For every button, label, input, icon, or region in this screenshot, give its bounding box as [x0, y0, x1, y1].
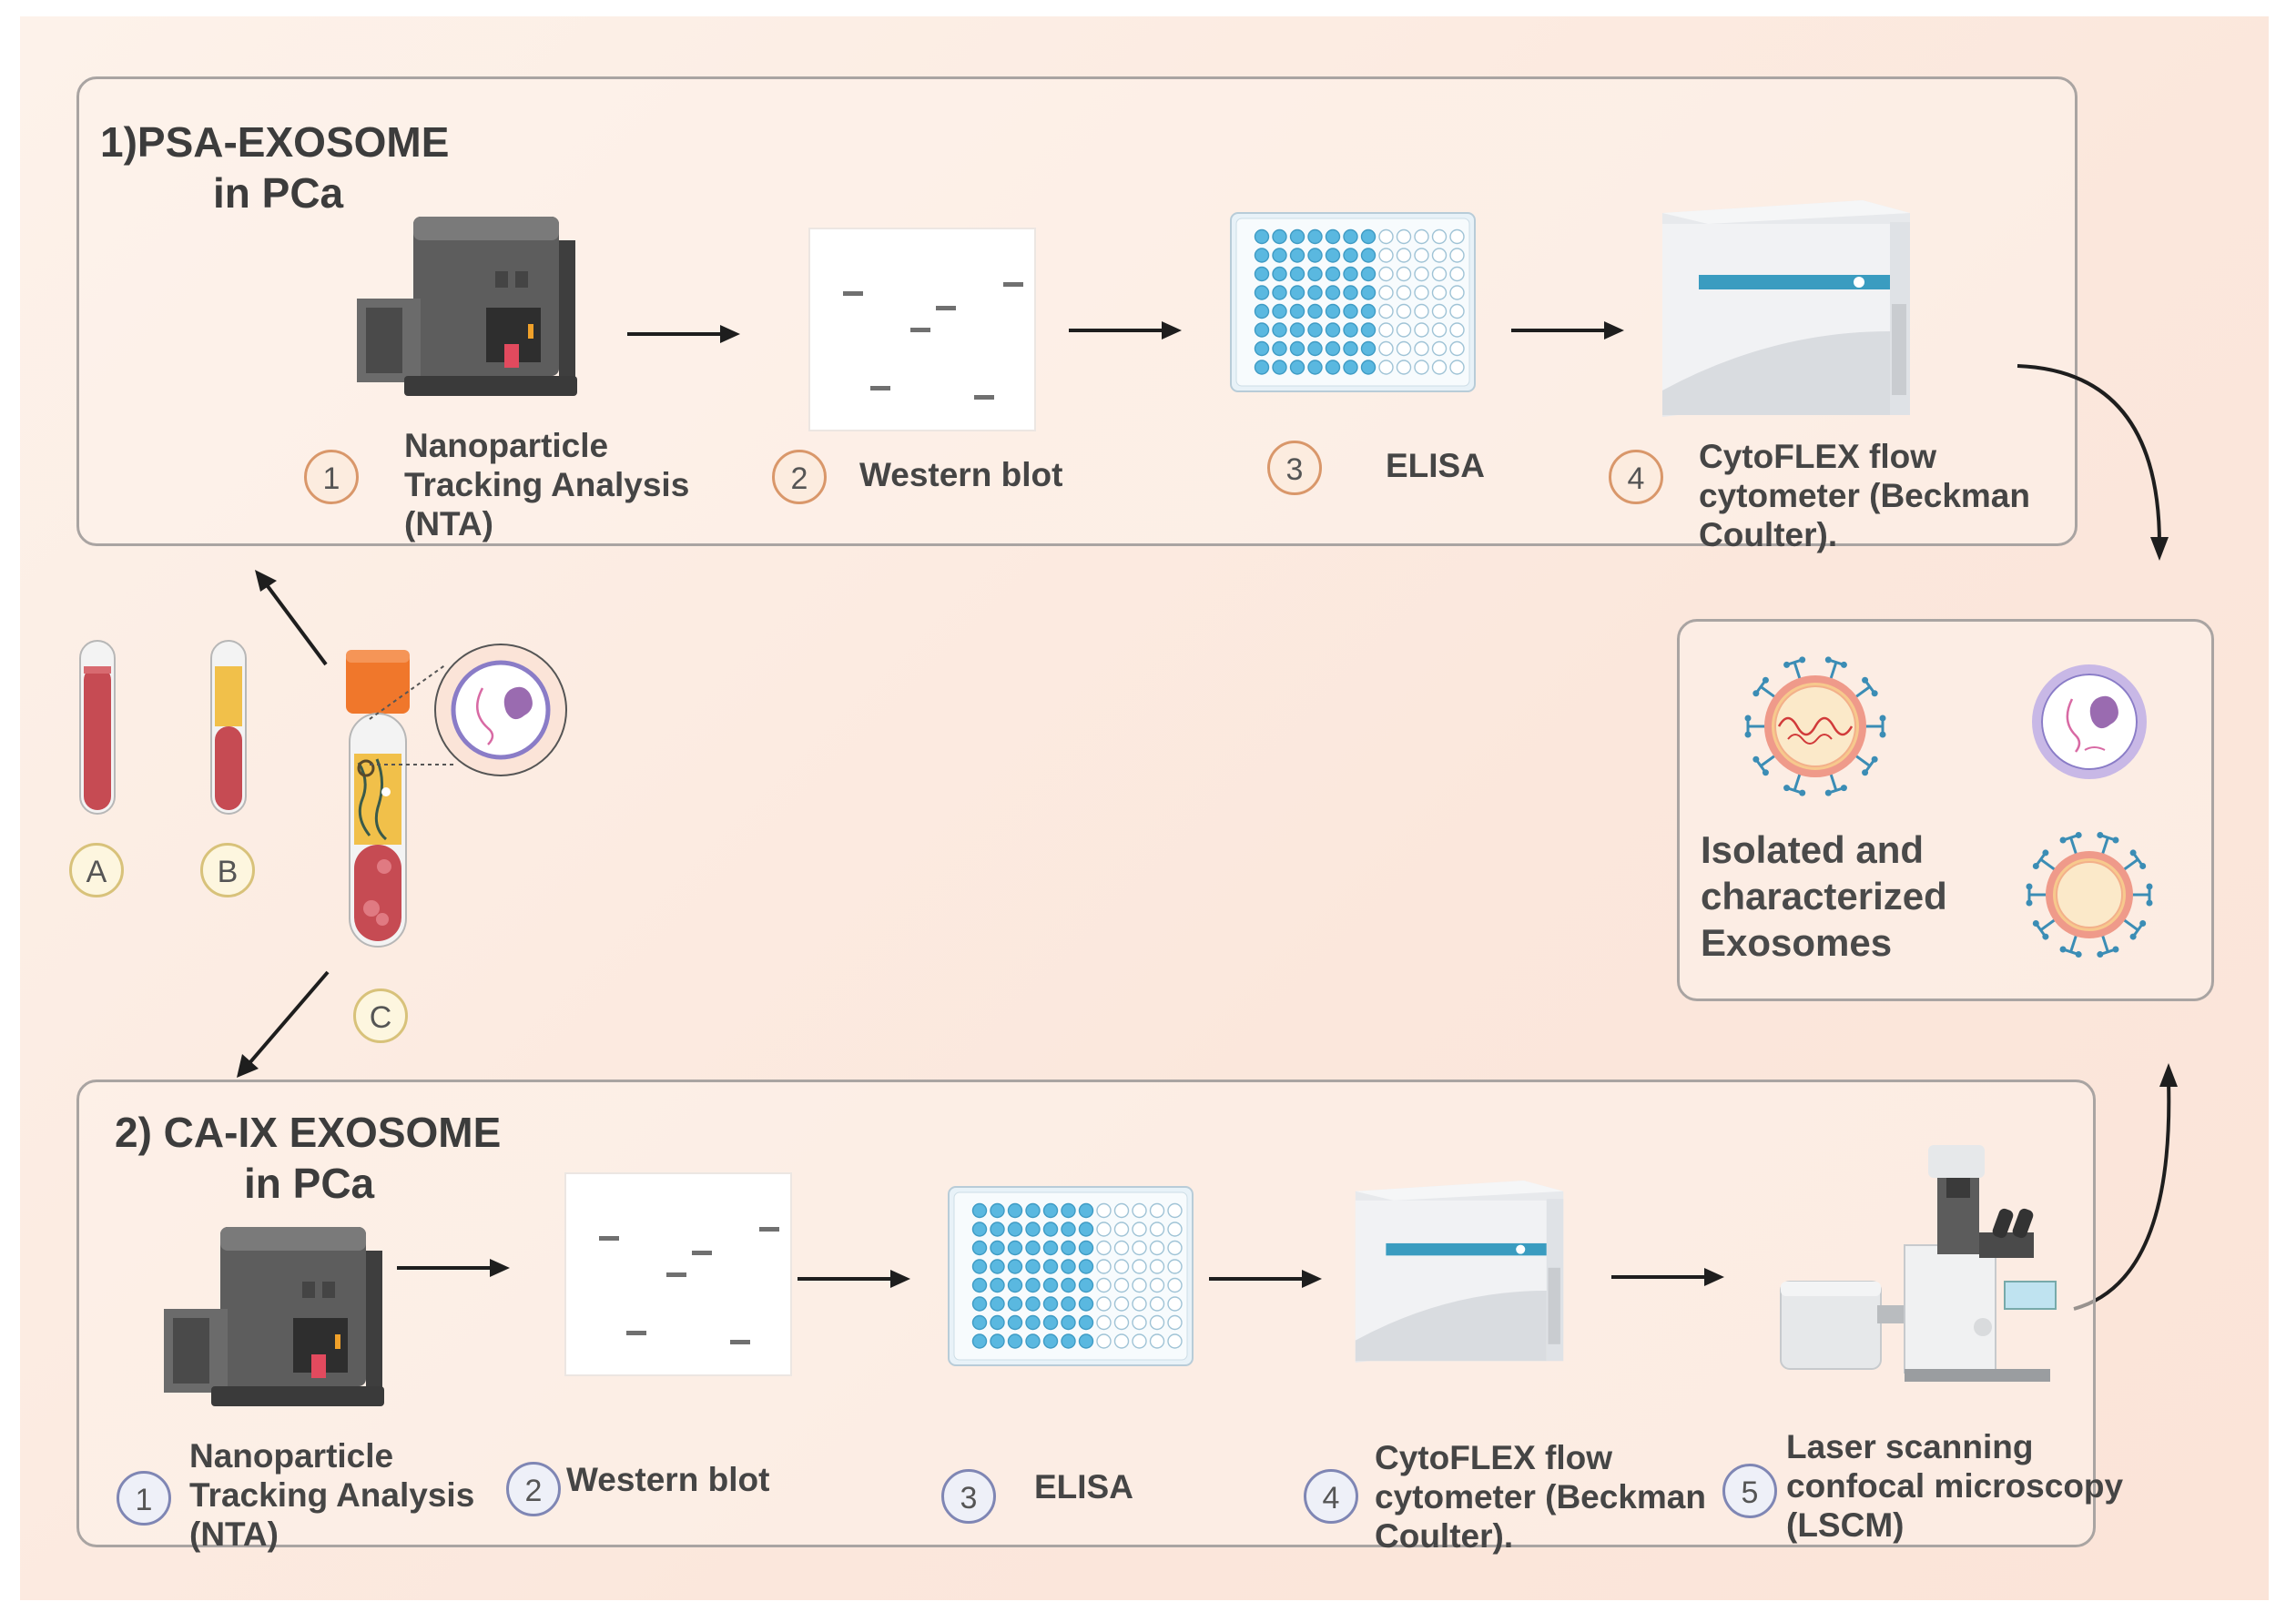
diagram-canvas: 1)PSA-EXOSOME in PCa [20, 16, 2269, 1600]
whole-blood-tube-icon [79, 640, 116, 815]
panel1-step4-badge: 4 [1609, 450, 1663, 504]
elisa-plate-icon [948, 1186, 1194, 1366]
magnified-exosome-cargo-icon [369, 644, 567, 776]
arrow-p2-2 [798, 1270, 910, 1288]
arrow-tube-to-panel2 [237, 970, 330, 1078]
exosome-surface-markers-icon [2026, 831, 2153, 958]
panel1-step4-label: CytoFLEX flow cytometer (Beckman Coulter… [1699, 438, 2030, 553]
exosome-with-rna-icon [1744, 656, 1886, 796]
arrow-p2-3 [1209, 1270, 1322, 1288]
elisa-plate-icon [1230, 212, 1476, 392]
panel1-step1-badge: 1 [304, 450, 359, 504]
panel1-step1-label: Nanoparticle Tracking Analysis (NTA) [404, 427, 690, 542]
panel2-step4-badge: 4 [1304, 1469, 1358, 1524]
panel2-step5-badge: 5 [1722, 1464, 1777, 1518]
western-blot-membrane-icon [808, 228, 1036, 431]
panel1-step2-label: Western blot [859, 456, 1063, 493]
tube-a-badge: A [69, 843, 124, 897]
panel2-step5-label: Laser scanning confocal microscopy (LSCM… [1786, 1428, 2124, 1544]
nta-instrument-icon [357, 217, 577, 396]
panel1-step3-badge: 3 [1267, 441, 1322, 495]
flow-cytometer-icon [1355, 1181, 1564, 1363]
panel2-step1-label: Nanoparticle Tracking Analysis (NTA) [189, 1437, 475, 1553]
arrow-p1-2 [1069, 321, 1182, 340]
arrow-p1-3 [1511, 321, 1624, 340]
exosome-isolation-tube-icon [346, 650, 410, 948]
exosome-cargo-icon [2032, 664, 2147, 779]
arrow-p1-1 [627, 325, 740, 343]
panel1-step2-badge: 2 [772, 450, 827, 504]
panel2-title-line2: in PCa [244, 1160, 375, 1207]
arrow-to-result-bottom [2073, 1063, 2178, 1311]
panel1-title-line1: 1)PSA-EXOSOME [100, 118, 450, 166]
separated-plasma-tube-icon [210, 640, 247, 815]
nta-instrument-icon [164, 1227, 384, 1406]
confocal-microscope-icon [1780, 1145, 2057, 1382]
tube-b-badge: B [200, 843, 255, 897]
arrow-p2-1 [397, 1259, 510, 1277]
panel2-title-line1: 2) CA-IX EXOSOME [115, 1109, 502, 1156]
panel2-step1-badge: 1 [117, 1471, 171, 1526]
panel1-title-line2: in PCa [213, 169, 344, 217]
panel2-step2-badge: 2 [506, 1462, 561, 1516]
panel2-step3-label: ELISA [1034, 1468, 1133, 1505]
panel2-step3-badge: 3 [941, 1469, 996, 1524]
western-blot-membrane-icon [564, 1172, 792, 1376]
arrow-to-result-top [2017, 364, 2169, 561]
arrow-tube-to-panel1 [255, 570, 328, 666]
panel2-step4-label: CytoFLEX flow cytometer (Beckman Coulter… [1375, 1439, 1706, 1555]
result-label: Isolated and characterized Exosomes [1701, 828, 1947, 964]
tube-c-badge: C [353, 988, 408, 1043]
arrow-p2-4 [1611, 1268, 1724, 1286]
flow-cytometer-icon [1662, 200, 1910, 417]
panel1-step3-label: ELISA [1386, 447, 1485, 484]
panel2-step2-label: Western blot [566, 1461, 770, 1498]
